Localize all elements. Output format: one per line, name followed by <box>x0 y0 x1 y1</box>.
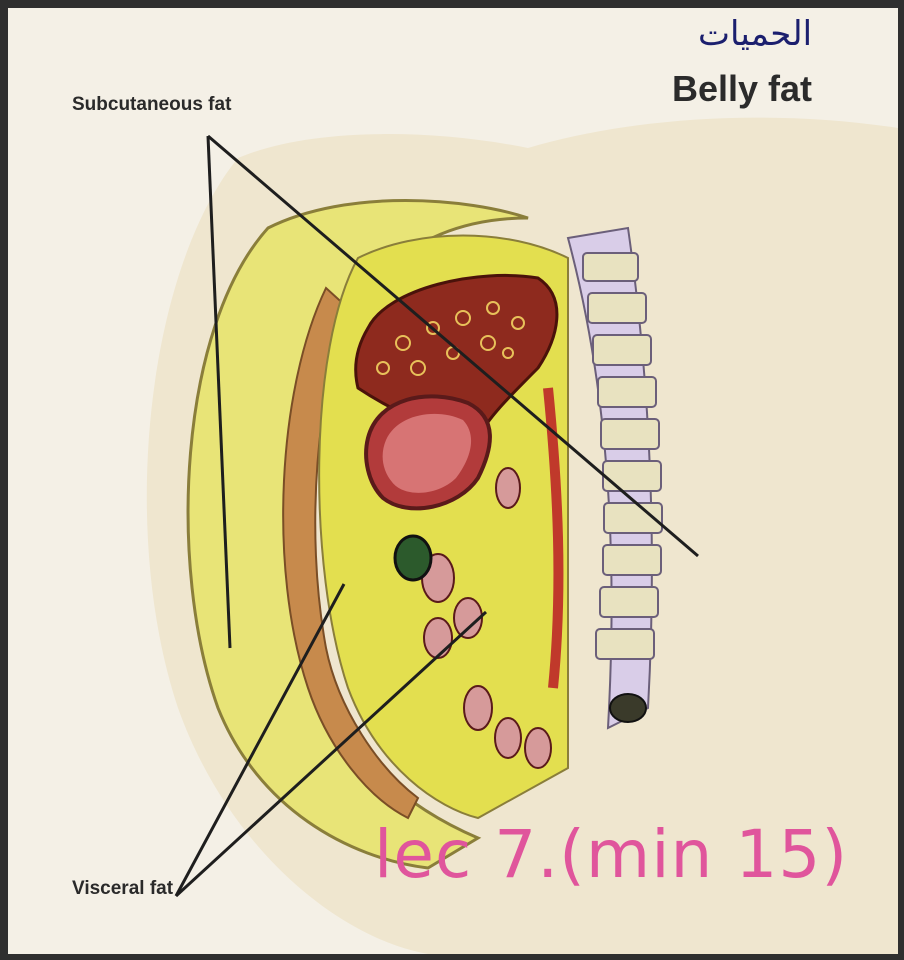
rectum <box>610 694 646 722</box>
abdomen-cross-section-illustration <box>8 8 898 954</box>
handwritten-lecture-annotation: lec 7.(min 15) <box>374 816 848 893</box>
subcutaneous-fat-label: Subcutaneous fat <box>72 94 231 116</box>
visceral-fat-label: Visceral fat <box>72 878 173 900</box>
illustration-canvas: Subcutaneous fat Visceral fat Belly fat … <box>8 8 898 954</box>
handwritten-arabic-annotation: الحميات <box>698 14 812 54</box>
diagram-title: Belly fat <box>672 68 812 110</box>
colon-dark <box>395 536 431 580</box>
